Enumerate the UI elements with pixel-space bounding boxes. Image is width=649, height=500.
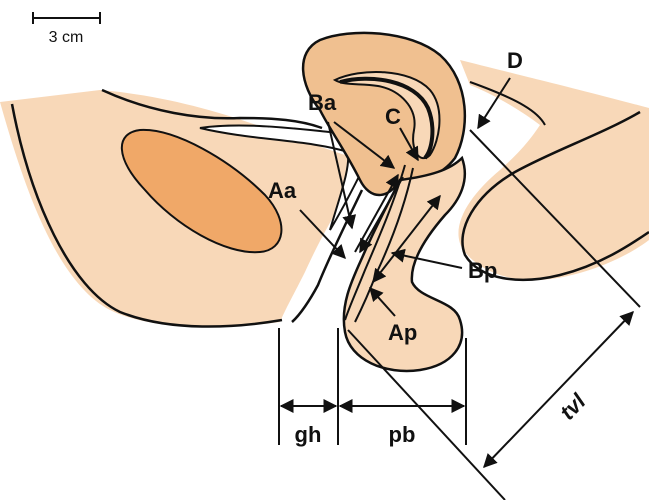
pb-label: pb xyxy=(389,422,416,447)
gh-label: gh xyxy=(295,422,322,447)
label-c: C xyxy=(385,104,401,129)
scale-label: 3 cm xyxy=(49,29,84,46)
label-ba: Ba xyxy=(308,90,337,115)
posterior-tissue xyxy=(458,60,649,280)
pb-measurement: pb xyxy=(340,406,464,447)
gh-measurement: gh xyxy=(281,406,336,447)
label-bp: Bp xyxy=(468,258,497,283)
scale-bar: 3 cm xyxy=(33,12,100,46)
label-ap: Ap xyxy=(388,320,417,345)
tvl-label: tvl xyxy=(555,388,591,424)
label-d: D xyxy=(507,48,523,73)
label-aa: Aa xyxy=(268,178,297,203)
